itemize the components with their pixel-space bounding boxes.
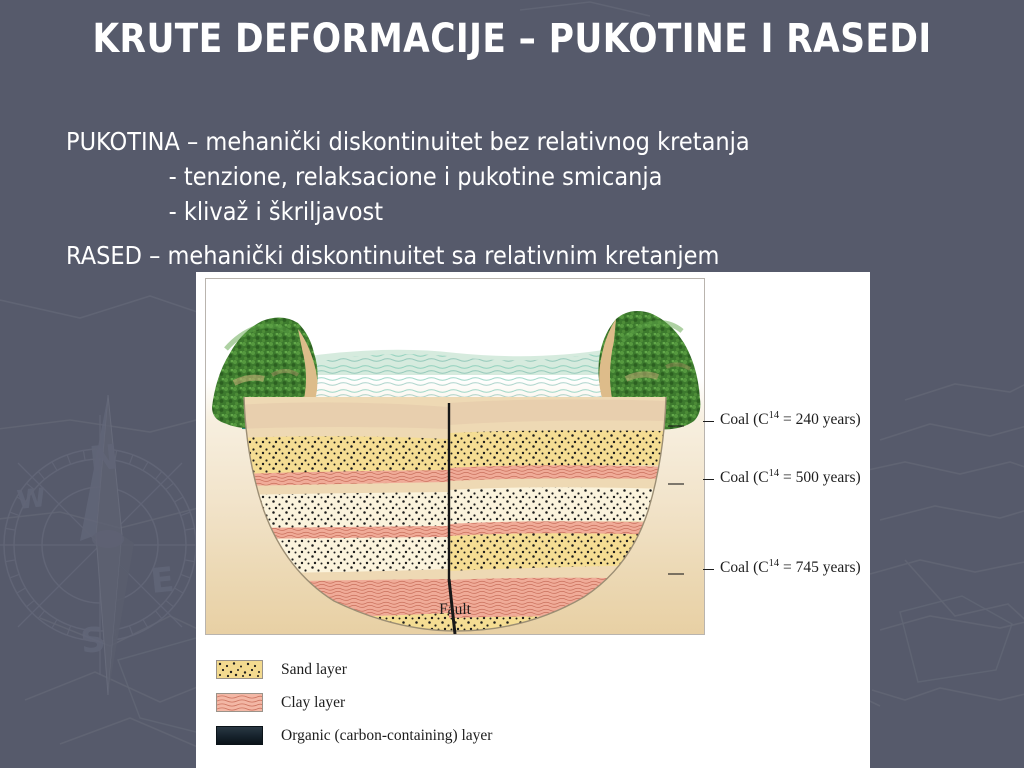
fault-plane-lower	[447, 578, 457, 634]
body-line-rased: RASED – mehanički diskontinuitet sa rela…	[66, 241, 720, 270]
coal-annotation-745-years: Coal (C14 = 745 years)	[703, 558, 861, 577]
svg-text:N: N	[88, 437, 120, 480]
clay-layer-swatch-icon	[216, 693, 263, 712]
body-line-klivaz: - klivaž i škriljavost	[168, 197, 384, 226]
coal-annotation-500-years: Coal (C14 = 500 years)	[703, 468, 861, 487]
slide-body-text: PUKOTINA – mehanički diskontinuitet bez …	[66, 124, 876, 273]
svg-text:E: E	[149, 560, 176, 602]
figure-panel: Fault Coal (C14 = 240 years) Coal (C14 =…	[196, 272, 870, 768]
leader-dash-icon	[703, 569, 714, 571]
legend-row-organic: Organic (carbon-containing) layer	[216, 719, 716, 752]
coal-annotation-240-years: Coal (C14 = 240 years)	[703, 410, 861, 429]
svg-text:S: S	[79, 620, 108, 662]
figure-legend: Sand layer Clay layer	[216, 653, 716, 752]
legend-label-sand: Sand layer	[281, 660, 347, 678]
body-line-pukotina: PUKOTINA – mehanički diskontinuitet bez …	[66, 127, 750, 156]
sand-layer-swatch-icon	[216, 660, 263, 679]
body-line-tenzione: - tenzione, relaksacione i pukotine smic…	[168, 162, 663, 191]
legend-label-clay: Clay layer	[281, 693, 346, 711]
slide-title: KRUTE DEFORMACIJE – PUKOTINE I RASEDI	[92, 16, 932, 62]
legend-label-organic: Organic (carbon-containing) layer	[281, 726, 493, 744]
fault-label: Fault	[439, 601, 471, 618]
leader-dash-icon	[703, 479, 714, 481]
svg-text:W: W	[16, 483, 48, 516]
organic-layer-swatch-icon	[216, 726, 263, 745]
legend-row-clay: Clay layer	[216, 686, 716, 719]
legend-row-sand: Sand layer	[216, 653, 716, 686]
leader-dash-icon	[703, 421, 714, 423]
geologic-block-diagram: Fault	[205, 278, 705, 635]
